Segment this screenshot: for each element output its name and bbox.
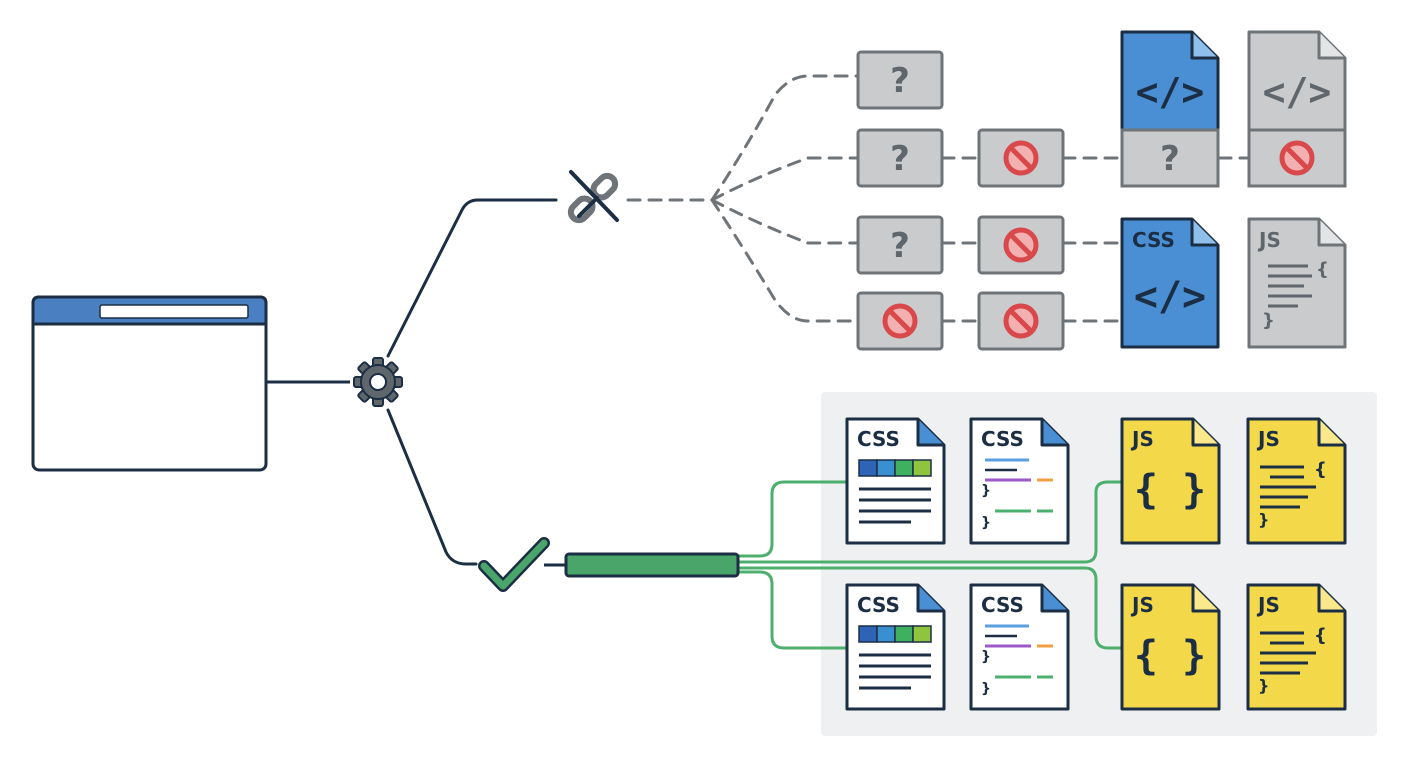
blocked-asset-box bbox=[977, 128, 1065, 188]
code-brackets-icon: </> bbox=[1134, 274, 1206, 320]
bundle-bar bbox=[564, 552, 740, 578]
js-label: JS bbox=[1130, 593, 1154, 617]
brace-close: } bbox=[1262, 310, 1275, 331]
brace-open: { bbox=[1316, 259, 1329, 280]
css-label: CSS bbox=[857, 427, 900, 451]
loaded-js-file: JS { } bbox=[1120, 583, 1221, 711]
loaded-assets-panel bbox=[821, 392, 1377, 736]
question-mark-icon: ? bbox=[1160, 139, 1180, 179]
broken-branches bbox=[626, 74, 1250, 323]
unknown-asset-box: ? bbox=[856, 50, 944, 110]
unknown-asset-box: ? bbox=[856, 215, 944, 275]
checkmark-icon bbox=[478, 537, 550, 592]
loaded-css-file: CSS}} bbox=[969, 583, 1070, 711]
brace-close: } bbox=[1258, 676, 1269, 695]
code-brackets-icon: </> bbox=[1263, 70, 1332, 114]
brace-open: { bbox=[1314, 459, 1327, 480]
gear-icon bbox=[353, 357, 403, 407]
code-brackets-icon: </> bbox=[1136, 70, 1205, 114]
blocked-asset-box bbox=[977, 215, 1065, 275]
brace-open: { bbox=[1314, 625, 1327, 646]
css-label: CSS bbox=[857, 593, 900, 617]
blocked-asset-box bbox=[856, 291, 944, 351]
question-mark-icon: ? bbox=[890, 139, 910, 179]
brace-close: } bbox=[981, 681, 991, 697]
curly-braces-icon: { } bbox=[1134, 633, 1206, 679]
js-label: JS bbox=[1256, 427, 1280, 451]
loaded-css-file: CSS}} bbox=[969, 417, 1070, 545]
loaded-css-file: CSS bbox=[845, 417, 946, 545]
question-mark-icon: ? bbox=[890, 226, 910, 266]
curly-braces-icon: { } bbox=[1134, 467, 1206, 513]
failed-code-file: </> bbox=[1247, 30, 1347, 188]
blocked-icon bbox=[1279, 140, 1315, 176]
css-label: CSS bbox=[1132, 228, 1175, 252]
brace-close: } bbox=[981, 649, 991, 665]
broken-link-icon bbox=[567, 170, 619, 224]
js-label: JS bbox=[1256, 593, 1280, 617]
gear-to-broken-link-connector bbox=[386, 198, 558, 358]
failed-code-file: </>? bbox=[1120, 30, 1220, 188]
question-mark-icon: ? bbox=[890, 61, 910, 101]
js-label: JS bbox=[1130, 427, 1154, 451]
js-label: JS bbox=[1257, 228, 1281, 252]
brace-close: } bbox=[981, 483, 991, 499]
browser-window-icon bbox=[31, 295, 268, 472]
loaded-css-file: CSS bbox=[845, 583, 946, 711]
unknown-asset-box: ? bbox=[856, 128, 944, 188]
loaded-js-file: JS { } bbox=[1120, 417, 1221, 545]
gear-to-checkmark-connector bbox=[386, 408, 478, 566]
address-bar bbox=[99, 304, 249, 319]
blocked-icon bbox=[882, 303, 918, 339]
blocked-asset-box bbox=[977, 291, 1065, 351]
brace-close: } bbox=[981, 515, 991, 531]
css-label: CSS bbox=[981, 427, 1024, 451]
failed-css-file: CSS </> bbox=[1120, 217, 1220, 349]
failed-js-file: JS {} bbox=[1247, 217, 1347, 349]
blocked-icon bbox=[1003, 227, 1039, 263]
blocked-icon bbox=[1003, 140, 1039, 176]
blocked-icon bbox=[1003, 303, 1039, 339]
loaded-js-file: JS {} bbox=[1246, 417, 1347, 545]
css-label: CSS bbox=[981, 593, 1024, 617]
brace-close: } bbox=[1258, 510, 1269, 529]
loaded-js-file: JS {} bbox=[1246, 583, 1347, 711]
bundle-connectors bbox=[738, 480, 1121, 650]
